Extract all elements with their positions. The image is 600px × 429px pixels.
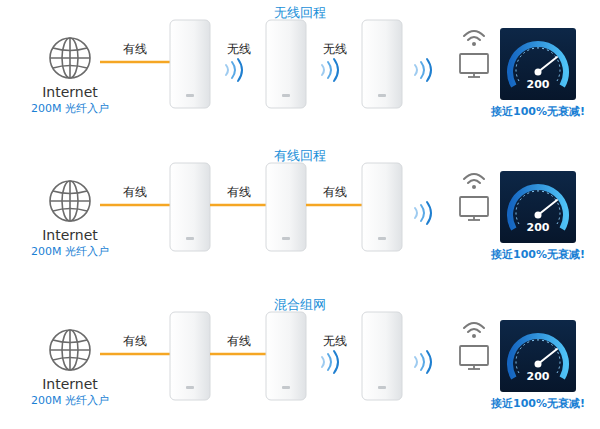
section-title: 有线回程 <box>274 148 326 163</box>
internet-globe: Internet 200M 光纤入户 <box>20 36 120 115</box>
speed-gauge: 200 接近100%无衰减! <box>490 26 586 118</box>
bandwidth-label: 200M 光纤入户 <box>31 102 109 115</box>
link-label: 无线 <box>227 42 251 56</box>
internet-label: Internet <box>42 376 98 392</box>
internet-label: Internet <box>42 84 98 100</box>
internet-label: Internet <box>42 227 98 243</box>
link-label: 有线 <box>123 334 147 348</box>
speed-gauge: 200 接近100%无衰减! <box>490 318 586 410</box>
speed-value: 200 <box>527 221 550 234</box>
link-label: 有线 <box>227 334 251 348</box>
link-label: 有线 <box>123 185 147 199</box>
internet-globe: Internet 200M 光纤入户 <box>20 179 120 258</box>
link-label: 有线 <box>123 42 147 56</box>
section-title: 混合组网 <box>274 297 326 312</box>
speed-value: 200 <box>527 78 550 91</box>
link-label: 无线 <box>323 334 347 348</box>
link-label: 有线 <box>227 185 251 199</box>
section-title: 无线回程 <box>274 5 326 20</box>
speed-caption: 接近100%无衰减! <box>491 248 585 261</box>
internet-globe: Internet 200M 光纤入户 <box>20 328 120 407</box>
speed-caption: 接近100%无衰减! <box>491 397 585 410</box>
speed-caption: 接近100%无衰减! <box>491 105 585 118</box>
bandwidth-label: 200M 光纤入户 <box>31 394 109 407</box>
speed-gauge: 200 接近100%无衰减! <box>490 169 586 261</box>
link-label: 有线 <box>323 185 347 199</box>
link-label: 无线 <box>323 42 347 56</box>
bandwidth-label: 200M 光纤入户 <box>31 245 109 258</box>
speed-value: 200 <box>527 370 550 383</box>
